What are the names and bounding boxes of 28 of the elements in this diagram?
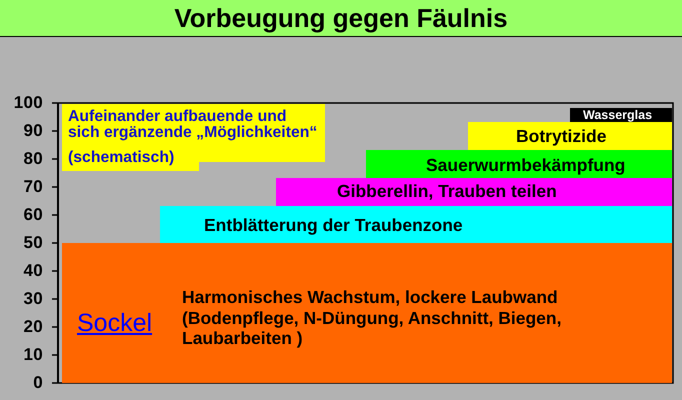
- axis-tick-label: 0: [33, 373, 43, 393]
- diagram-title: Vorbeugung gegen Fäulnis: [174, 3, 508, 33]
- step-band: [366, 150, 672, 178]
- note-text: (schematisch): [68, 150, 174, 166]
- band-label: Entblätterung der Traubenzone: [204, 214, 463, 236]
- step-band: [468, 122, 672, 150]
- link: Sockel: [77, 308, 152, 338]
- band-label: Wasserglas: [583, 108, 652, 122]
- step-band: [160, 206, 672, 243]
- step-band: [276, 178, 672, 206]
- base-band: [62, 243, 672, 383]
- step-band: [570, 108, 672, 122]
- axis-tick-label: 70: [23, 177, 43, 197]
- note-box: [62, 104, 325, 171]
- axis-tick-label: 20: [23, 317, 43, 337]
- axis-tick-label: 100: [14, 93, 43, 113]
- axis-tick-label: 10: [23, 345, 43, 365]
- band-label: Gibberellin, Trauben teilen: [337, 180, 557, 202]
- axis-tick-label: 30: [23, 289, 43, 309]
- band-label: Sauerwurmbekämpfung: [426, 154, 626, 176]
- axis-tick-label: 90: [23, 121, 43, 141]
- note-text: Aufeinander aufbauende und sich ergänzende „Möglichkeiten“: [68, 109, 318, 141]
- axis-tick-label: 80: [23, 149, 43, 169]
- band-label: Botrytizide: [516, 125, 606, 147]
- axis-tick-label: 60: [23, 205, 43, 225]
- axis-tick-label: 40: [23, 261, 43, 281]
- band-text: Harmonisches Wachstum, lockere Laubwand (Bodenpflege, N-Düngung, Anschnitt, Biegen, Laubarbeiten ): [182, 287, 562, 348]
- axis-tick-label: 50: [23, 233, 43, 253]
